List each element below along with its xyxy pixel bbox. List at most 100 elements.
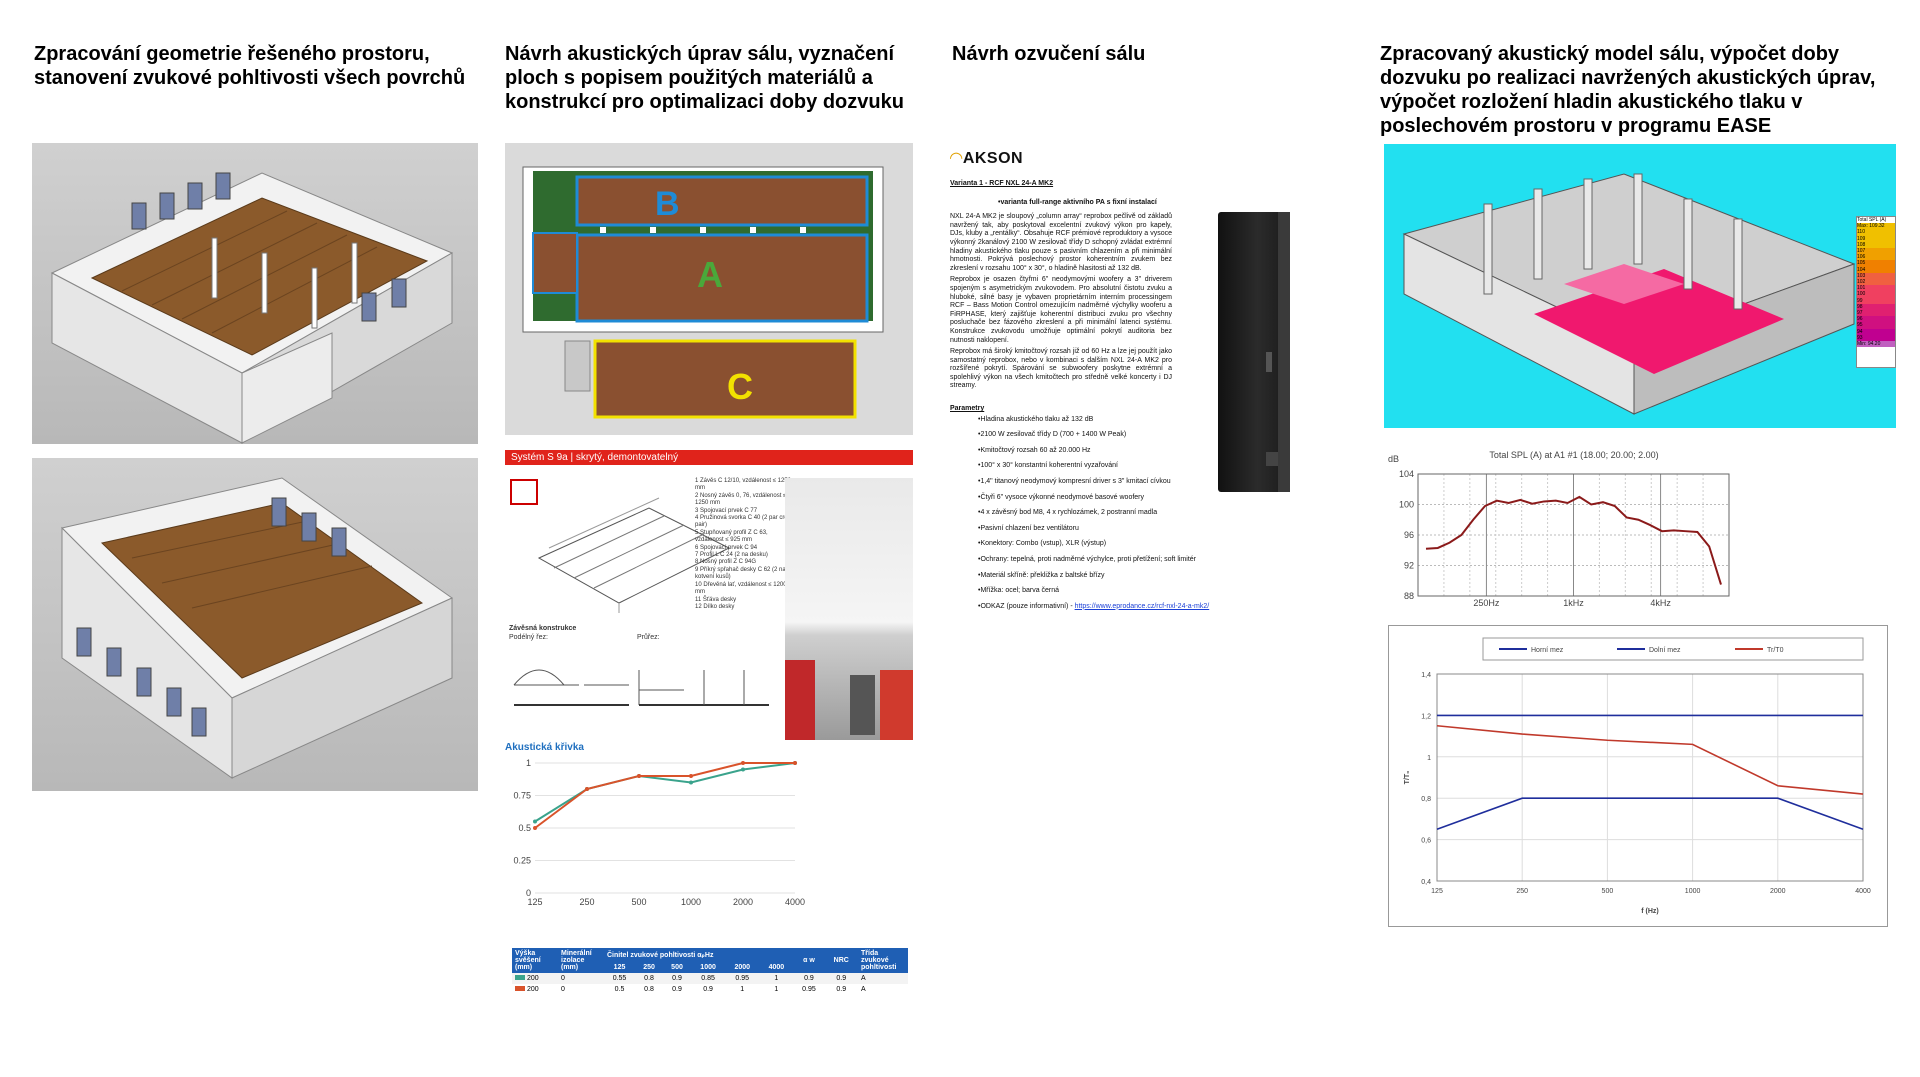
- x-tick-label: 1000: [1685, 888, 1701, 895]
- x-tick-label: 1000: [681, 897, 701, 907]
- legend-value: 101: [1857, 285, 1895, 292]
- cell: 1: [740, 986, 745, 993]
- row-color-swatch: [515, 975, 525, 980]
- legend-label: Tr/T0: [1767, 647, 1784, 654]
- x-tick-label: 4kHz: [1650, 598, 1671, 606]
- speaker-doc: ◠AKSON Varianta 1 - RCF NXL 24-A MK2 •va…: [950, 148, 1290, 688]
- spl-unit-label: dB: [1388, 454, 1399, 464]
- param-item: •4 x závěsný bod M8, 4 x rychlozámek, 2 …: [978, 509, 1158, 517]
- cell: 0.9: [672, 975, 682, 982]
- x-tick-label: 125: [527, 897, 542, 907]
- x-tick-label: 500: [631, 897, 646, 907]
- cell: A: [861, 986, 866, 993]
- part-item: 11 Šťáva desky: [695, 596, 737, 603]
- param-item: •Hladina akustického tlaku až 132 dB: [978, 415, 1094, 423]
- legend-value: 107: [1857, 248, 1895, 255]
- room-model-2: [61, 477, 454, 779]
- legend-value: 94: [1857, 328, 1895, 335]
- legend-value: 109: [1857, 235, 1895, 242]
- y-tick-label: 1: [526, 758, 531, 768]
- x-tick-label: 2000: [733, 897, 753, 907]
- zone-c-label: C: [727, 366, 753, 407]
- cell: 200: [526, 975, 539, 982]
- part-item: 10 Dřevěná lať, vzdálenost ≤ 1200 mm: [695, 581, 787, 596]
- x-tick-label: 250Hz: [1473, 598, 1500, 606]
- legend-value: 106: [1857, 254, 1895, 261]
- series-line: [534, 762, 796, 823]
- col-nrc: NRC: [833, 957, 849, 964]
- param-item: •Kmitočtový rozsah 60 až 20.000 Hz: [978, 446, 1091, 454]
- part-item: 12 Dílko desky: [695, 603, 735, 610]
- data-point: [689, 774, 693, 778]
- speaker-photo: [1218, 212, 1290, 492]
- legend-value: 110: [1857, 229, 1895, 236]
- cell: A: [861, 975, 866, 982]
- legend-value: 95: [1857, 322, 1895, 329]
- legend-title: Total SPL (A): [1857, 217, 1887, 223]
- part-item: 2 Nosný závěs 0, 76, vzdálenost ≤ 1250 m…: [695, 492, 787, 507]
- legend-value: 108: [1857, 241, 1895, 249]
- zone-a-label: A: [697, 254, 723, 295]
- data-point: [793, 761, 797, 765]
- heading-acoustic-design: Návrh akustických úprav sálu, vyznačení …: [505, 43, 904, 113]
- cell: 0.5: [614, 986, 625, 993]
- part-item: 3 Spojovací prvek C 77: [695, 507, 758, 514]
- col-coef: Činitel zvukové pohltivosti αₚHz: [607, 951, 714, 959]
- y-tick-label: 0,4: [1421, 879, 1431, 886]
- legend-value: 97: [1857, 310, 1895, 317]
- series-line: [1436, 724, 1864, 795]
- y-tick-label: 0.5: [518, 823, 531, 833]
- series-line: [1436, 797, 1864, 831]
- y-tick-label: 0,6: [1421, 838, 1431, 845]
- y-tick-label: 104: [1399, 469, 1414, 479]
- y-tick-label: 0.25: [513, 856, 531, 866]
- x-tick-label: 2000: [1770, 888, 1786, 895]
- section-drawings: [513, 669, 769, 706]
- param-item: •Mřížka: ocel; barva černá: [978, 587, 1060, 595]
- cell: 0: [561, 975, 565, 982]
- row-color-swatch: [515, 986, 525, 991]
- y-tick-label: 1: [1427, 755, 1431, 762]
- legend-box: [1482, 637, 1864, 661]
- part-item: 7 Profil L C 24 (2 na desku): [695, 552, 768, 559]
- heading-geometry: Zpracování geometrie řešeného prostoru, …: [34, 43, 466, 89]
- spl-series-line: [1425, 495, 1722, 585]
- series-line: [534, 762, 795, 829]
- sketchup-model-top: [32, 143, 478, 444]
- y-tick-label: 0,8: [1421, 796, 1431, 803]
- y-tick-label: 92: [1404, 561, 1414, 571]
- data-point: [741, 761, 745, 765]
- param-item: •Materiál skříně: překližka z baltské bř…: [978, 571, 1105, 579]
- spl-chart-panel: Total SPL (A) at A1 #1 (18.00; 20.00; 2.…: [1384, 446, 1744, 606]
- long-section-label: Podélný řez:: [509, 634, 548, 641]
- param-item: •2100 W zesilovač třídy D (700 + 1400 W …: [978, 431, 1127, 439]
- param-item: •100° x 30° konstantní koherentní vyzařo…: [978, 462, 1118, 470]
- heading-sound-system: Návrh ozvučení sálu: [952, 43, 1146, 65]
- col-freq: 500: [671, 963, 683, 971]
- cell: 1: [774, 975, 779, 982]
- spl-chart: Total SPL (A) at A1 #1 (18.00; 20.00; 2.…: [1388, 450, 1730, 606]
- cell: 0.9: [836, 975, 847, 982]
- variant-title: Varianta 1 - RCF NXL 24-A MK2: [950, 180, 1054, 187]
- system-header: Systém S 9a | skrytý, demontovatelný: [505, 450, 913, 465]
- param-item: •Konektory: Combo (vstup), XLR (výstup): [978, 540, 1107, 548]
- absorption-table: Výška svěšení (mm) Minerální izolace (mm…: [512, 948, 908, 995]
- y-tick-label: 1,4: [1421, 672, 1431, 679]
- y-tick-label: 0.75: [513, 791, 531, 801]
- legend-value: 100: [1857, 291, 1895, 298]
- part-item: 5 Stupňovaný profil Z C 63, vzdálenost ≤…: [695, 529, 768, 544]
- absorption-curve-title: Akustická křivka: [505, 742, 584, 753]
- product-link[interactable]: https://www.eprodance.cz/rcf-nxl-24-a-mk…: [1074, 602, 1210, 610]
- y-tick-label: 100: [1399, 500, 1414, 510]
- param-item: •ODKAZ (pouze informativní) - https://ww…: [978, 603, 1290, 612]
- data-point: [585, 787, 589, 791]
- cell: 1: [774, 986, 779, 993]
- x-tick-label: 125: [1431, 888, 1443, 895]
- x-tick-label: 1kHz: [1563, 598, 1584, 606]
- absorption-table-panel: Výška svěšení (mm) Minerální izolace (mm…: [512, 948, 908, 1048]
- cell: 200: [526, 986, 539, 993]
- table-row: 200 0 0.55 0.8 0.9 0.85 0.95 1 0.9 0.9 A: [512, 973, 908, 984]
